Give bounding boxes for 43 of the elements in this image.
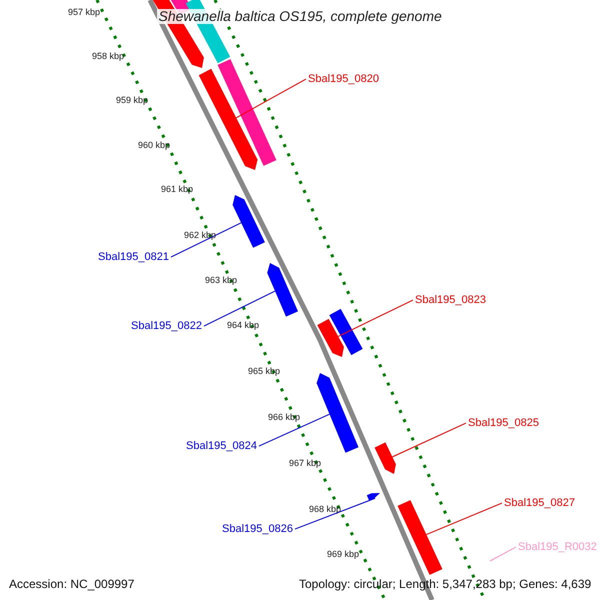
- leader-line: [294, 498, 376, 530]
- gene-segment: [316, 373, 358, 453]
- leader-line: [490, 546, 516, 562]
- leader-line: [170, 222, 242, 258]
- gene-segment: [366, 493, 380, 501]
- gene-label: Sbal195_0826: [222, 523, 293, 536]
- scale-label: 964 kbp: [227, 321, 260, 331]
- gene-segment: [398, 500, 442, 575]
- leader-line: [203, 290, 276, 327]
- gene-segment: [329, 308, 363, 356]
- gene-label: Sbal195_0827: [504, 497, 575, 510]
- gene-label: Sbal195_0824: [186, 440, 257, 452]
- gene-segment: [218, 59, 276, 166]
- scale-label: 962 kbp: [184, 231, 216, 241]
- leader-line: [392, 422, 466, 458]
- gene-segment: [317, 318, 344, 357]
- scale-label: 967 kbp: [289, 459, 322, 469]
- scale-label: 957 kbp: [68, 8, 100, 18]
- gene-label: Sbal195_0820: [308, 73, 379, 86]
- scale-label: 968 kbp: [309, 505, 342, 515]
- scale-label: 965 kbp: [248, 367, 280, 377]
- scale-label: 959 kbp: [116, 96, 148, 106]
- scale-label: 958 kbp: [92, 52, 124, 62]
- scale-label: 961 kbp: [161, 185, 194, 195]
- gene-label: Sbal195_R0032: [518, 541, 597, 554]
- gene-label: Sbal195_0823: [415, 294, 486, 306]
- title: Shewanella baltica OS195, complete genome: [156, 9, 444, 24]
- leader-line: [258, 414, 330, 447]
- gene-segment: [232, 195, 265, 248]
- scale-label: 963 kbp: [205, 276, 238, 286]
- leader-line: [338, 300, 414, 337]
- gene-segment: [267, 263, 298, 317]
- leader-line: [236, 78, 306, 118]
- accession-text: Accession: NC_009997: [9, 578, 134, 592]
- gene-label: Sbal195_0821: [98, 251, 169, 264]
- gene-segment: [374, 442, 396, 474]
- scale-label: 969 kbp: [327, 550, 360, 560]
- scale-label: 966 kbp: [268, 413, 300, 423]
- leader-line: [426, 502, 502, 536]
- gene-label: Sbal195_0825: [468, 417, 539, 430]
- gene-label: Sbal195_0822: [131, 320, 202, 332]
- gene-segment: [198, 68, 258, 170]
- scale-label: 960 kbp: [138, 141, 170, 151]
